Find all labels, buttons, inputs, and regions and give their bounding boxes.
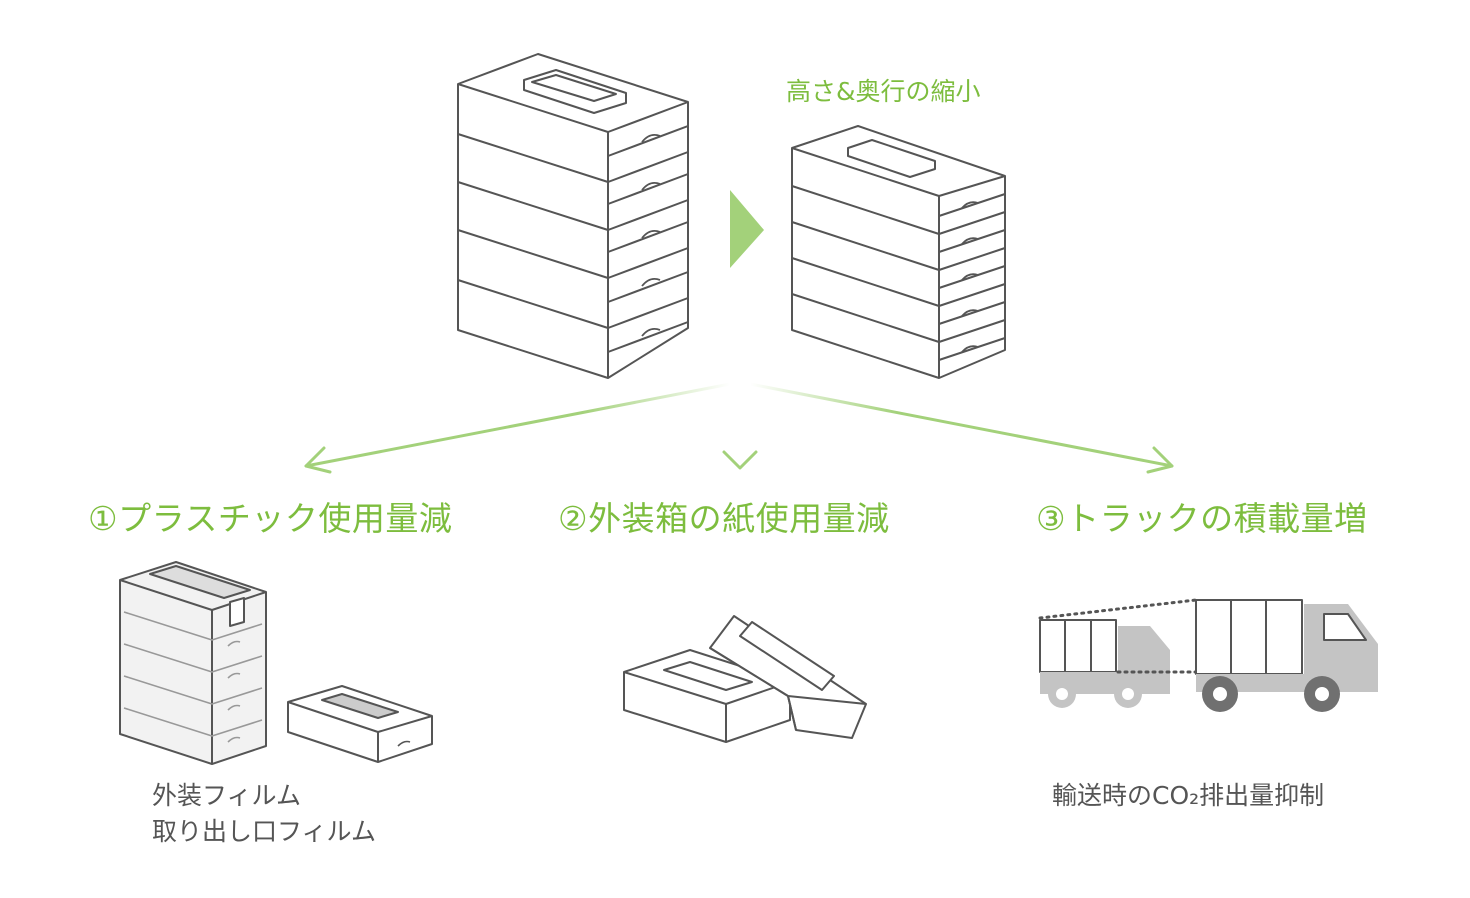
large-truck-icon (1195, 599, 1378, 712)
size-reduction-caption: 高さ&奥行の縮小 (786, 77, 981, 106)
transform-arrow-icon (730, 190, 764, 268)
tall-box-stack (457, 53, 689, 379)
benefit-paper-reduction: ②外装箱の紙使用量減 (558, 499, 890, 538)
wrapped-stack-icon (119, 561, 267, 765)
short-box-stack (791, 125, 1006, 379)
benefit-plastic-reduction: ①プラスチック使用量減 (88, 499, 453, 538)
plastic-note-line-2: 取り出し口フィルム (152, 817, 377, 846)
load-comparison-dots (1038, 598, 1198, 674)
single-box-icon (287, 685, 433, 763)
plastic-note-line-1: 外装フィルム (152, 781, 302, 810)
benefit-truck-load-increase: ③トラックの積載量増 (1036, 499, 1368, 538)
small-truck-icon (1039, 619, 1170, 708)
truck-note: 輸送時のCO₂排出量抑制 (1052, 781, 1325, 810)
branch-arrows (304, 382, 1174, 474)
carton-boxes-icon (623, 615, 867, 743)
plastic-note: 外装フィルム 取り出し口フィルム (152, 778, 376, 850)
